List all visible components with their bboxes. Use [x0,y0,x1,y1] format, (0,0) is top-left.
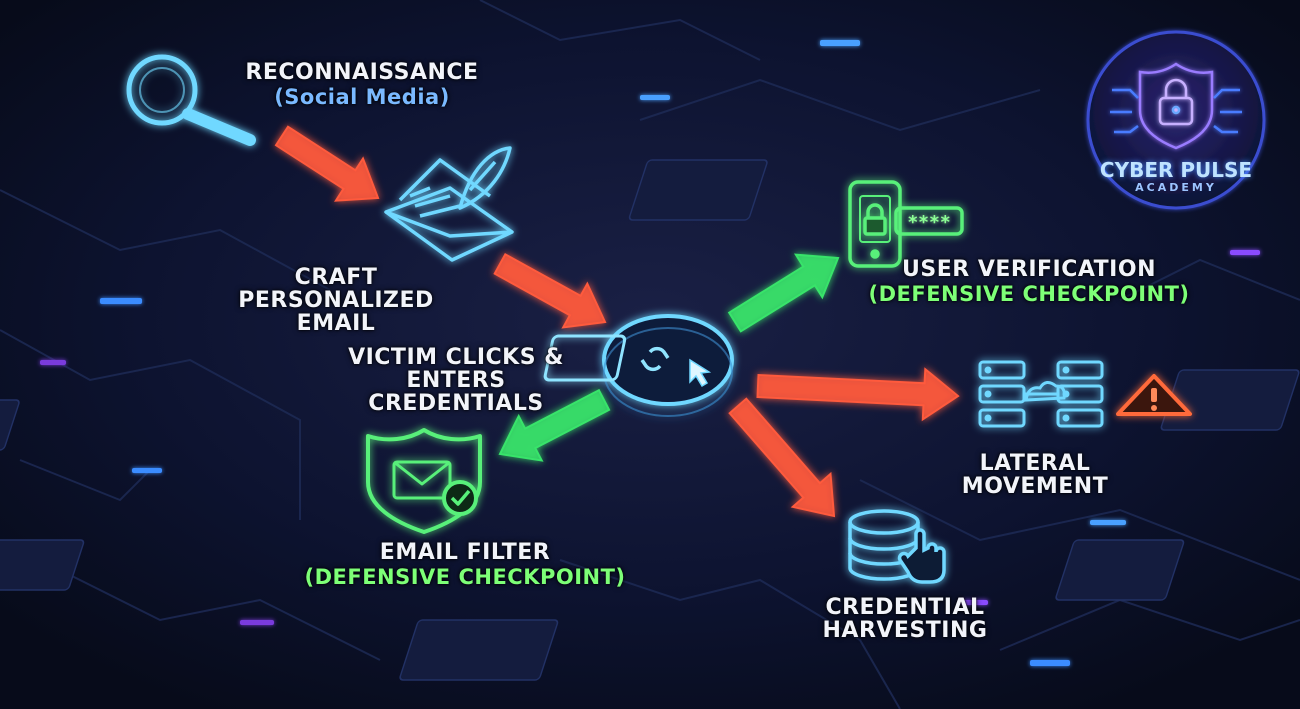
node-sublabel: (DEFENSIVE CHECKPOINT) [304,565,626,590]
link-click-icon [543,314,734,417]
arrow-victim-to-verify [727,253,840,333]
academy-logo [1086,30,1266,210]
phone-lock-password-icon [848,180,964,268]
chip-blocks [0,159,1300,681]
label-victim-clicks: VICTIM CLICKS & ENTERS CREDENTIALS [318,346,594,415]
node-sublabel: (DEFENSIVE CHECKPOINT) [868,282,1190,307]
node-title: USER VERIFICATION [901,257,1156,282]
node-title: RECONNAISSANCE [245,60,479,85]
node-sublabel: (Social Media) [274,85,450,110]
shield-envelope-check-icon [366,428,482,534]
logo-title: CYBER PULSE [1099,158,1253,182]
arrow-recon-to-craft [274,125,380,202]
warning-triangle-icon [1116,374,1192,416]
node-title-line: LATERAL [979,451,1091,476]
logo-subtitle: ACADEMY [1135,181,1217,194]
envelope-quill-icon [384,146,514,262]
database-hand-icon [848,509,946,584]
flow-arrows [274,125,960,518]
node-title-line: CREDENTIAL [825,595,985,620]
label-lateral-movement: LATERAL MOVEMENT [950,452,1120,498]
node-title-line: ENTERS CREDENTIALS [368,368,544,417]
node-title-line: VICTIM CLICKS & [348,345,564,370]
node-title: EMAIL FILTER [379,540,551,565]
node-title-line: EMAIL [296,311,376,337]
node-title-line: CRAFT [294,265,378,290]
arrow-victim-to-filter [498,388,611,462]
password-mask: **** [907,212,950,233]
label-reconnaissance: RECONNAISSANCE (Social Media) [212,61,512,108]
label-craft-email: CRAFT PERSONALIZED EMAIL [236,266,436,335]
arrow-victim-to-harvest [728,397,836,518]
magnifier-icon [126,54,256,146]
circuit-lights [40,40,1260,666]
label-user-verification: USER VERIFICATION (DEFENSIVE CHECKPOINT) [864,258,1194,305]
label-credential-harvesting: CREDENTIAL HARVESTING [810,596,1000,642]
node-title-line: PERSONALIZED [238,288,434,314]
arrow-victim-to-lateral [756,367,960,422]
server-network-cloud-icon [978,360,1104,428]
node-title-line: MOVEMENT [961,474,1109,500]
shield-padlock-circuit-icon [1110,62,1242,150]
arrow-craft-to-victim [493,253,607,329]
node-title-line: HARVESTING [822,618,988,644]
label-email-filter: EMAIL FILTER (DEFENSIVE CHECKPOINT) [300,541,630,588]
